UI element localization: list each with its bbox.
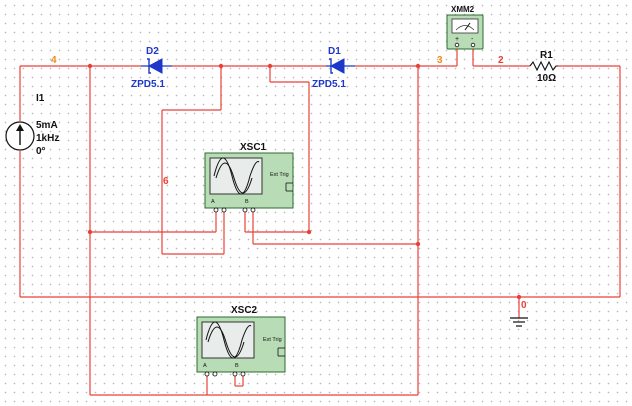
scope1-channel-b: B [245, 199, 249, 205]
source-amplitude: 5mA [36, 120, 58, 131]
multimeter-refdes: XMM2 [451, 5, 475, 14]
diode-d2-model: ZPD5.1 [131, 79, 165, 90]
scope2-refdes: XSC2 [231, 305, 258, 316]
oscilloscope-xsc1[interactable]: XSC1 Ext Trig A B [204, 142, 294, 213]
source-frequency: 1kHz [36, 133, 59, 144]
scope1-ext-trig: Ext Trig [270, 172, 289, 178]
resistor-symbol [529, 60, 558, 72]
source-refdes: I1 [36, 93, 45, 104]
meter-minus: - [471, 36, 474, 43]
meter-needle-icon [464, 22, 471, 31]
diode-symbol [147, 58, 163, 74]
multimeter-xmm2[interactable]: XMM2 + - [446, 5, 484, 50]
resistor-value: 10Ω [537, 73, 556, 84]
source-phase: 0° [36, 146, 46, 157]
net-label-4: 4 [51, 55, 57, 66]
zener-diode-d2[interactable]: D2 ZPD5.1 [131, 46, 172, 90]
resistor-r1[interactable]: R1 10Ω [529, 50, 558, 84]
diode-symbol [329, 58, 345, 74]
ground-icon[interactable] [510, 317, 528, 327]
junctions [87, 63, 522, 300]
scope1-refdes: XSC1 [240, 142, 267, 153]
net-label-2: 2 [498, 55, 504, 66]
meter-plus: + [455, 36, 459, 43]
net-label-0: 0 [521, 300, 527, 311]
scope2-channel-a: A [203, 363, 207, 369]
scope2-channel-b: B [235, 363, 239, 369]
scope1-channel-a: A [211, 199, 215, 205]
scope2-ext-trig: Ext Trig [263, 337, 282, 343]
oscilloscope-xsc2[interactable]: XSC2 Ext Trig A B [196, 305, 286, 377]
diode-d1-model: ZPD5.1 [312, 79, 346, 90]
wires [19, 48, 621, 396]
net-label-3: 3 [437, 55, 443, 66]
diode-d2-refdes: D2 [146, 46, 159, 57]
diode-d1-refdes: D1 [328, 46, 341, 57]
sine-wave-icon [213, 157, 260, 195]
net-label-6: 6 [163, 176, 169, 187]
sine-wave-icon [205, 321, 252, 359]
resistor-refdes: R1 [540, 50, 553, 61]
current-source-i1[interactable]: I1 5mA 1kHz 0° [5, 93, 59, 157]
zener-diode-d1[interactable]: D1 ZPD5.1 [312, 46, 355, 90]
